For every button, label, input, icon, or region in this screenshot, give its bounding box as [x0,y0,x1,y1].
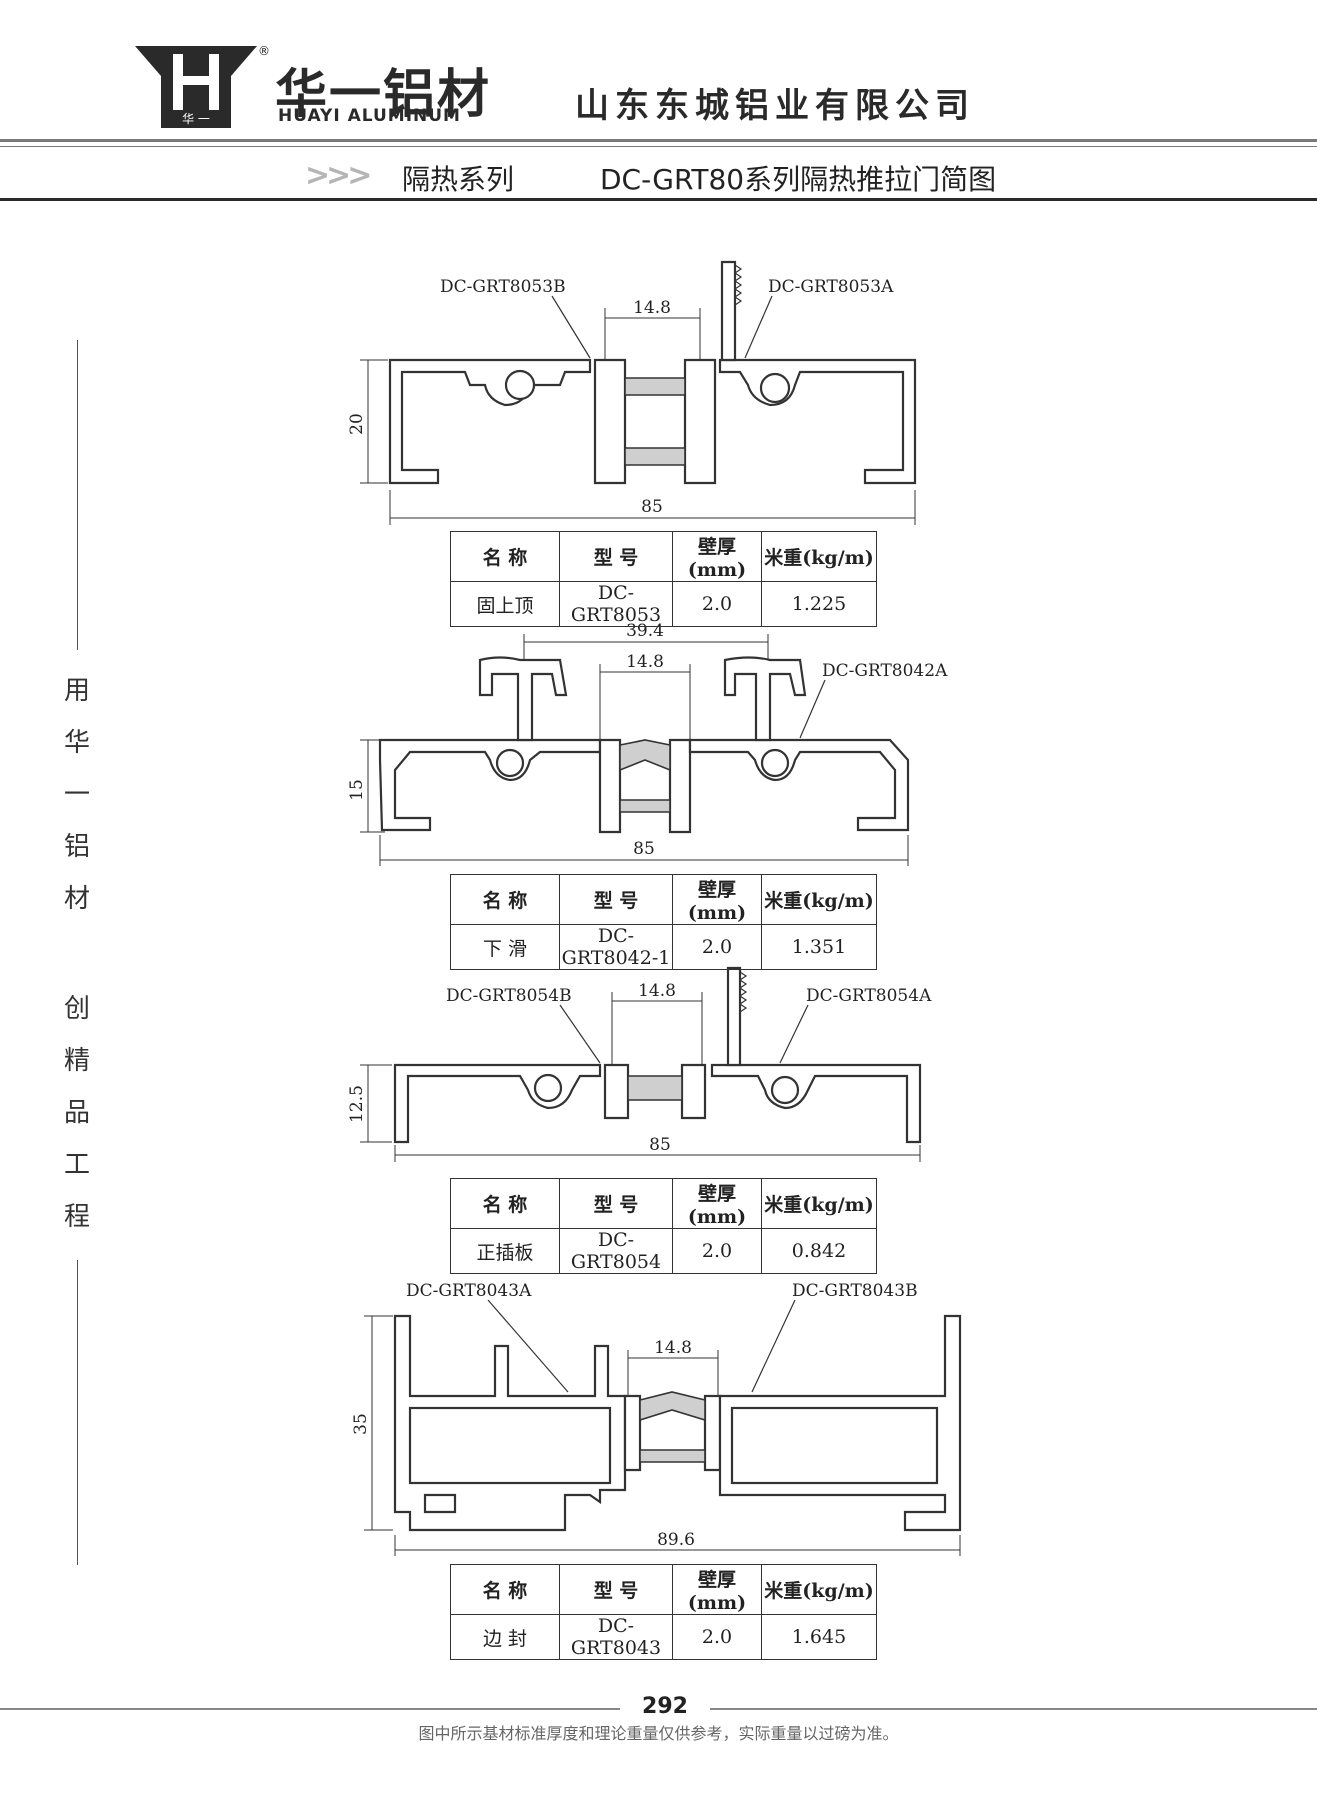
dim-width: 85 [633,839,655,859]
dim-strip-width: 14.8 [633,298,671,318]
page-title: DC-GRT80系列隔热推拉门简图 [600,163,997,196]
header-rule-thin [0,146,1317,147]
table-cell-model: DC-GRT8054 [559,1228,673,1274]
side-char: 材 [63,884,90,914]
table-cell-weight: 1.645 [761,1614,877,1660]
table-header: 米重(kg/m) [761,1564,877,1615]
dim-width: 85 [649,1135,671,1155]
table-cell-wall: 2.0 [672,1614,762,1660]
table-header: 名 称 [450,874,560,925]
profile-8053-drawing: 20 85 14.8 DC-GRT8053B DC-GRT8053A [347,260,917,525]
header-rule-bottom [0,198,1317,201]
table-header: 型 号 [559,531,673,582]
table-header: 名 称 [450,1564,560,1615]
side-char: 创 [63,994,90,1024]
table-cell-weight: 1.351 [761,924,877,970]
dim-strip-width: 14.8 [638,981,676,1001]
table-header: 米重(kg/m) [761,874,877,925]
side-char: 品 [63,1098,90,1128]
chevron-icon: >>> [305,158,372,193]
registered-mark: ® [258,44,270,58]
table-cell-weight: 0.842 [761,1228,877,1274]
side-char: 工 [63,1150,90,1180]
table-header: 型 号 [559,1564,673,1615]
dim-width: 85 [641,497,663,517]
page-number: 292 [620,1694,710,1719]
side-char: 铝 [63,832,90,862]
table-header: 型 号 [559,1178,673,1229]
table-header: 壁厚(mm) [672,1564,762,1615]
brand-name-cn: 华一铝材 [275,65,492,125]
table-header: 型 号 [559,874,673,925]
table-header: 米重(kg/m) [761,531,877,582]
spec-table-8053: 名 称 型 号 壁厚(mm) 米重(kg/m) 固上顶 DC-GRT8053 2… [450,531,877,627]
header-rule-top [0,139,1317,142]
table-cell-model: DC-GRT8043 [559,1614,673,1660]
table-cell-weight: 1.225 [761,581,877,627]
side-char: 华 [63,728,90,758]
table-cell-name: 固上顶 [450,581,560,627]
spec-table-8054: 名 称 型 号 壁厚(mm) 米重(kg/m) 正插板 DC-GRT8054 2… [450,1178,877,1274]
side-char: 一 [63,780,90,810]
right-code-label: DC-GRT8054A [806,986,932,1006]
footer-note: 图中所示基材标准厚度和理论重量仅供参考，实际重量以过磅为准。 [418,1724,899,1743]
left-code-label: DC-GRT8053B [440,277,566,297]
side-char: 程 [63,1202,90,1232]
right-code-label: DC-GRT8053A [768,277,894,297]
table-cell-wall: 2.0 [672,924,762,970]
table-header: 米重(kg/m) [761,1178,877,1229]
table-header: 名 称 [450,531,560,582]
table-header: 壁厚(mm) [672,1178,762,1229]
table-header: 壁厚(mm) [672,531,762,582]
profile-8043-drawing: 35 89.6 14.8 DC-GRT8043A DC-GRT8043B [351,1281,962,1556]
dim-height: 15 [347,779,367,801]
side-line-bottom [77,1260,78,1565]
profile-8042-drawing: 15 85 39.4 14.8 DC-GRT8042A [347,621,948,866]
spec-table-8043: 名 称 型 号 壁厚(mm) 米重(kg/m) 边 封 DC-GRT8043 2… [450,1564,877,1660]
company-name: 山东东城铝业有限公司 [575,86,975,126]
table-cell-name: 边 封 [450,1614,560,1660]
side-line-top [77,340,78,650]
table-cell-name: 下 滑 [450,924,560,970]
dim-strip-width: 14.8 [654,1338,692,1358]
spec-table-8042: 名 称 型 号 壁厚(mm) 米重(kg/m) 下 滑 DC-GRT8042-1… [450,874,877,970]
dim-height: 20 [347,413,367,435]
left-code-label: DC-GRT8054B [446,986,572,1006]
table-header: 名 称 [450,1178,560,1229]
series-label: 隔热系列 [402,163,515,196]
profile-8054-drawing: 12.5 85 14.8 DC-GRT8054B DC-GRT8054A [347,966,932,1162]
right-code-label: DC-GRT8043B [792,1281,918,1301]
left-code-label: DC-GRT8043A [406,1281,532,1301]
dim-strip-width: 14.8 [626,652,664,672]
table-cell-model: DC-GRT8053 [559,581,673,627]
dim-width: 89.6 [657,1530,695,1550]
table-cell-wall: 2.0 [672,1228,762,1274]
table-header: 壁厚(mm) [672,874,762,925]
table-cell-wall: 2.0 [672,581,762,627]
logo-mark-text: 华 一 [182,112,210,126]
table-cell-model: DC-GRT8042-1 [559,924,673,970]
brand-name-en: HUAYI ALUMINUM [278,106,461,126]
table-cell-name: 正插板 [450,1228,560,1274]
company-logo: 华 一 [135,46,257,128]
dim-height: 12.5 [347,1085,367,1123]
side-char: 用 [63,676,90,706]
right-code-label: DC-GRT8042A [822,661,948,681]
dim-height: 35 [351,1413,371,1435]
side-char: 精 [63,1046,90,1076]
